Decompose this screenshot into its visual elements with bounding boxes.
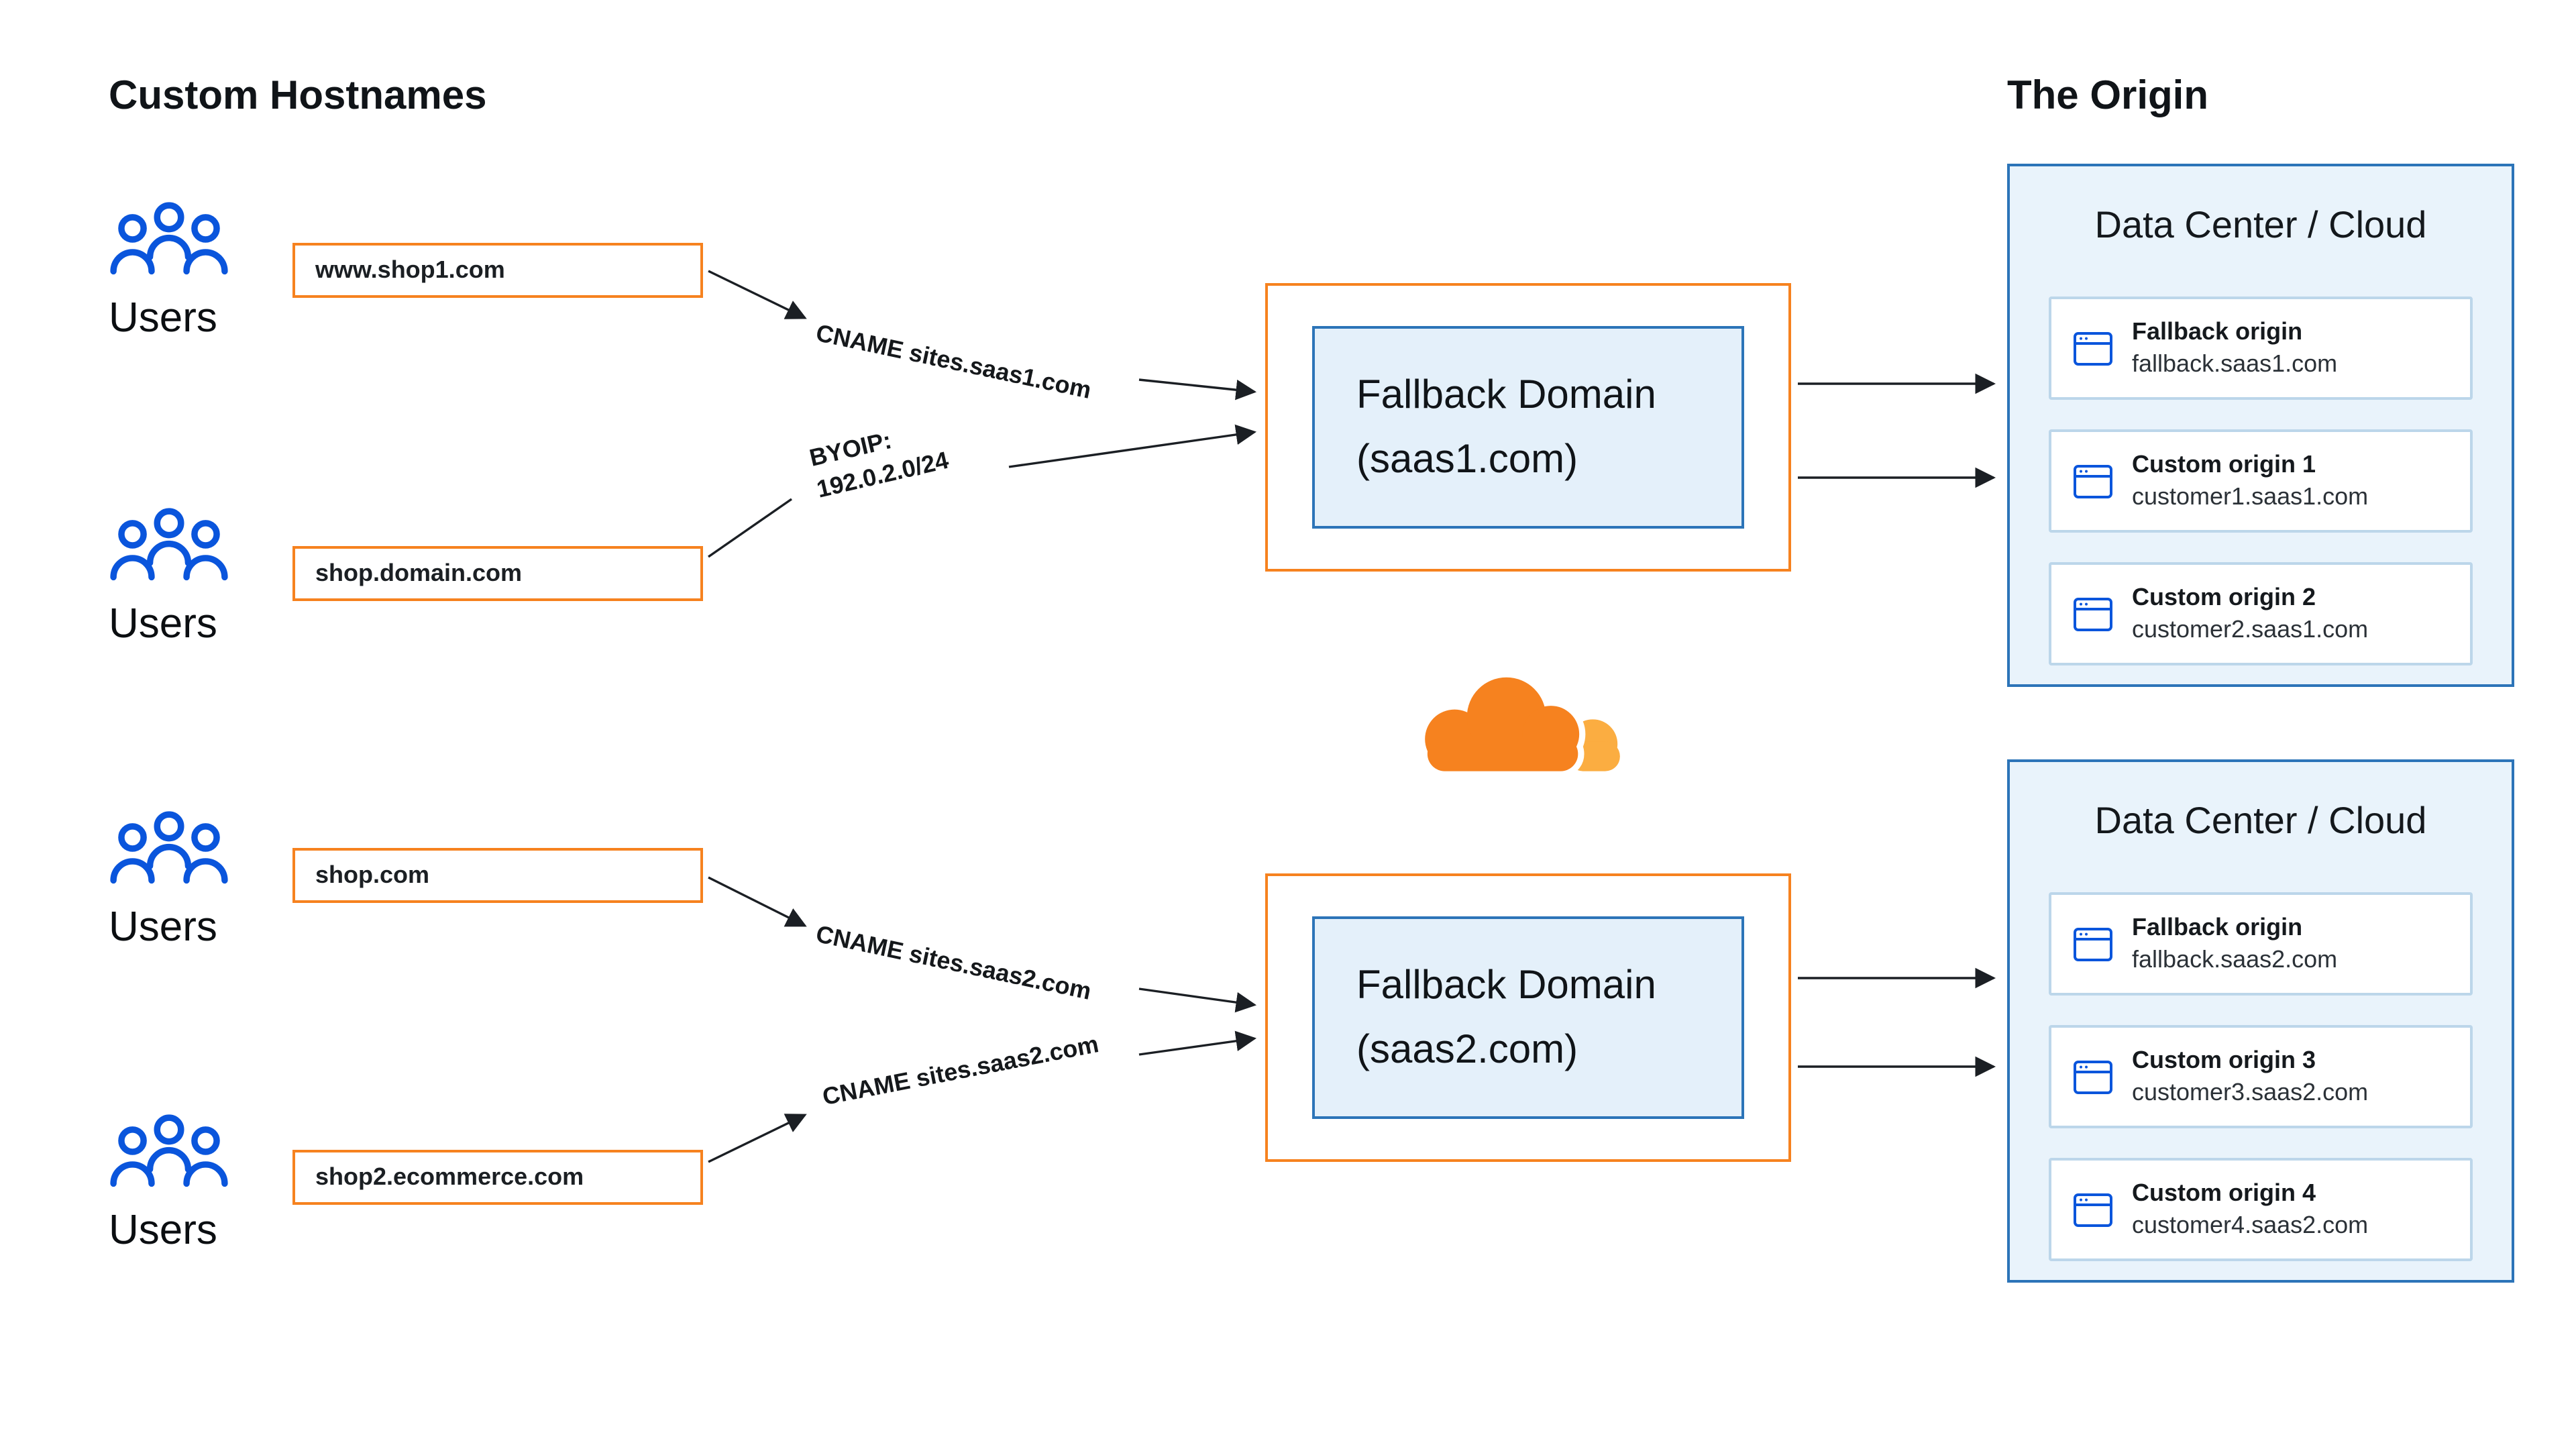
users-icon: [109, 810, 297, 887]
origin-card-text: Custom origin 2 customer2.saas1.com: [2132, 584, 2368, 644]
origin-host: customer4.saas2.com: [2132, 1212, 2369, 1238]
fallback-domain-title: Fallback Domain: [1356, 963, 1656, 1007]
browser-icon: [2073, 464, 2113, 498]
origin-card-text: Fallback origin fallback.saas1.com: [2132, 318, 2337, 378]
users-icon: [109, 201, 297, 278]
origin-name: Custom origin 2: [2132, 584, 2316, 610]
users-label: Users: [109, 1206, 217, 1253]
browser-icon: [2073, 596, 2113, 631]
browser-icon: [2073, 926, 2113, 961]
users-label: Users: [109, 903, 217, 950]
origin-card-fallback-saas1: Fallback origin fallback.saas1.com: [2049, 297, 2473, 400]
cname-saas1-label: CNAME sites.saas1.com: [813, 319, 1094, 404]
origin-name: Fallback origin: [2132, 318, 2303, 345]
origin-card-text: Custom origin 4 customer4.saas2.com: [2132, 1179, 2368, 1240]
fallback-domain-title: Fallback Domain: [1356, 372, 1656, 417]
hostname-box-shop-domain: shop.domain.com: [292, 546, 703, 601]
origin-host: customer2.saas1.com: [2132, 616, 2369, 643]
datacenter-panel-saas1: Data Center / Cloud Fallback origin fall…: [2007, 164, 2514, 687]
origin-card-custom4: Custom origin 4 customer4.saas2.com: [2049, 1158, 2473, 1261]
origin-card-fallback-saas2: Fallback origin fallback.saas2.com: [2049, 892, 2473, 996]
fallback-domain-host: (saas1.com): [1356, 437, 1578, 481]
datacenter-title: Data Center / Cloud: [2094, 204, 2427, 246]
origin-name: Custom origin 4: [2132, 1179, 2316, 1206]
origin-host: fallback.saas1.com: [2132, 350, 2338, 377]
fallback-domain-inner: Fallback Domain (saas1.com): [1312, 326, 1744, 529]
datacenter-panel-saas2: Data Center / Cloud Fallback origin fall…: [2007, 759, 2514, 1283]
origin-name: Fallback origin: [2132, 914, 2303, 941]
origin-card-custom1: Custom origin 1 customer1.saas1.com: [2049, 429, 2473, 533]
cname-saas2-label-lower: CNAME sites.saas2.com: [820, 1030, 1101, 1111]
hostname-box-shop1: www.shop1.com: [292, 243, 703, 298]
origin-card-text: Custom origin 3 customer3.saas2.com: [2132, 1046, 2368, 1107]
users-label: Users: [109, 294, 217, 341]
origin-name: Custom origin 3: [2132, 1046, 2316, 1073]
cloudflare-logo-icon: [1395, 660, 1642, 788]
origin-host: fallback.saas2.com: [2132, 946, 2338, 973]
origin-card-custom3: Custom origin 3 customer3.saas2.com: [2049, 1025, 2473, 1128]
fallback-domain-box-saas1: Fallback Domain (saas1.com): [1265, 283, 1791, 572]
hostname-box-shop2-ecommerce: shop2.ecommerce.com: [292, 1150, 703, 1205]
origin-card-list: Fallback origin fallback.saas1.com Custo…: [2049, 297, 2473, 665]
users-group-3: Users: [109, 810, 297, 951]
browser-icon: [2073, 331, 2113, 366]
origin-card-text: Custom origin 1 customer1.saas1.com: [2132, 451, 2368, 511]
byoip-label: BYOIP: 192.0.2.0/24: [806, 413, 952, 506]
hostname-box-shop: shop.com: [292, 848, 703, 903]
datacenter-title: Data Center / Cloud: [2094, 800, 2427, 841]
origin-card-list: Fallback origin fallback.saas2.com Custo…: [2049, 892, 2473, 1261]
users-group-4: Users: [109, 1114, 297, 1254]
users-icon: [109, 1114, 297, 1190]
fallback-domain-host: (saas2.com): [1356, 1027, 1578, 1071]
origin-host: customer1.saas1.com: [2132, 483, 2369, 510]
origin-host: customer3.saas2.com: [2132, 1079, 2369, 1106]
origin-card-custom2: Custom origin 2 customer2.saas1.com: [2049, 562, 2473, 665]
custom-hostnames-heading: Custom Hostnames: [109, 74, 487, 118]
fallback-domain-inner: Fallback Domain (saas2.com): [1312, 916, 1744, 1119]
fallback-domain-box-saas2: Fallback Domain (saas2.com): [1265, 873, 1791, 1162]
users-icon: [109, 507, 297, 584]
cname-saas2-label-upper: CNAME sites.saas2.com: [813, 920, 1094, 1005]
users-group-2: Users: [109, 507, 297, 648]
browser-icon: [2073, 1059, 2113, 1094]
origin-name: Custom origin 1: [2132, 451, 2316, 478]
users-group-1: Users: [109, 201, 297, 342]
origin-heading: The Origin: [2007, 74, 2208, 118]
origin-card-text: Fallback origin fallback.saas2.com: [2132, 914, 2337, 974]
browser-icon: [2073, 1192, 2113, 1227]
users-label: Users: [109, 600, 217, 647]
